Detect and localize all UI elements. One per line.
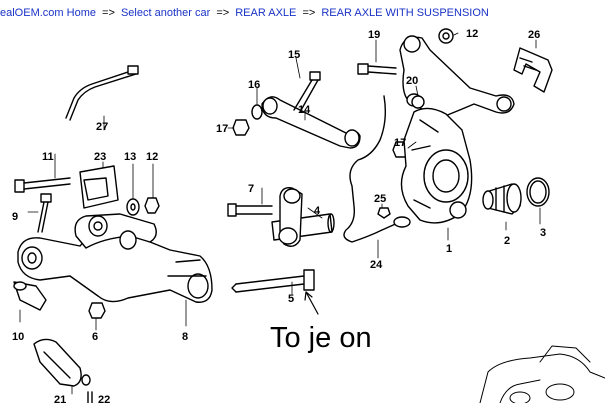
part-label: 17 (394, 137, 406, 149)
bolt-part-15 (293, 71, 321, 113)
leader-lines (19, 32, 541, 395)
breadcrumb-separator: => (216, 7, 230, 19)
nut-part-17 (232, 119, 250, 136)
part-label: 5 (288, 293, 294, 305)
breadcrumb: ealOEM.com Home => Select another car =>… (0, 5, 489, 21)
part-label: 11 (42, 151, 54, 163)
part-label: 16 (248, 79, 260, 91)
part-label: 12 (466, 28, 478, 40)
part-label: 3 (540, 227, 546, 239)
bracket-part-21 (33, 338, 82, 387)
part-label: 9 (12, 211, 18, 223)
part-label: 26 (528, 29, 540, 41)
nut-part-12-upper (438, 28, 454, 44)
part-label: 20 (406, 75, 418, 87)
circlip-part-3 (526, 177, 550, 207)
car-thumbnail (479, 345, 605, 403)
washer-part-16 (251, 104, 263, 120)
part-label: 2 (504, 235, 510, 247)
part-label: 12 (146, 151, 158, 163)
bolt-part-9 (37, 193, 52, 233)
screw-part-22 (81, 374, 93, 403)
select-car-link[interactable]: Select another car (120, 7, 211, 19)
part-label: 27 (96, 121, 108, 133)
part-label: 19 (368, 29, 380, 41)
part-label: 17 (216, 123, 228, 135)
part-label: 1 (446, 243, 452, 255)
trailing-arm-part-8 (17, 213, 213, 303)
part-label: 25 (374, 193, 386, 205)
wheel-carrier-part-1 (400, 107, 473, 224)
bolt-part-20 (411, 95, 425, 109)
annotation-text: To je on (270, 322, 372, 354)
cable-tie-part (65, 65, 139, 121)
bolt-part-11 (14, 177, 71, 193)
part-number-labels: 1 2 3 4 5 6 7 8 9 10 11 12 12 13 14 15 1… (12, 28, 546, 403)
rear-axle-link[interactable]: REAR AXLE (235, 7, 297, 19)
bolt-part-5 (231, 269, 315, 293)
bearing-part-2 (482, 183, 522, 215)
bracket-part-23 (79, 165, 119, 209)
washer-part-13 (126, 198, 140, 216)
nut-part-12 (144, 197, 160, 214)
bolt-part-25 (377, 207, 391, 219)
parts-diagram: 1 2 3 4 5 6 7 8 9 10 11 12 12 13 14 15 1… (12, 28, 605, 403)
clip-part-26 (513, 47, 553, 93)
part-label: 23 (94, 151, 106, 163)
nut-part-6 (88, 302, 106, 319)
part-label: 14 (298, 104, 311, 116)
part-label: 10 (12, 331, 24, 343)
control-arm-part-14 (261, 96, 361, 149)
part-label: 15 (288, 49, 300, 61)
current-page-link[interactable]: REAR AXLE WITH SUSPENSION (321, 7, 489, 19)
part-label: 7 (248, 183, 254, 195)
home-link[interactable]: ealOEM.com Home (0, 7, 96, 19)
part-label: 4 (314, 205, 321, 217)
part-label: 6 (92, 331, 98, 343)
part-label: 24 (370, 259, 383, 271)
part-label: 13 (124, 151, 136, 163)
toe-link-part (278, 186, 303, 247)
part-label: 21 (54, 394, 66, 403)
bolt-part-7 (227, 203, 273, 217)
bolt-part-19 (357, 63, 397, 75)
part-label: 22 (98, 394, 110, 403)
annotation-arrow (304, 291, 319, 315)
breadcrumb-separator: => (102, 7, 115, 19)
sensor-cable-part-24 (343, 95, 411, 243)
breadcrumb-separator: => (302, 7, 316, 19)
part-label: 8 (182, 331, 188, 343)
bushing-part-10 (13, 281, 47, 311)
